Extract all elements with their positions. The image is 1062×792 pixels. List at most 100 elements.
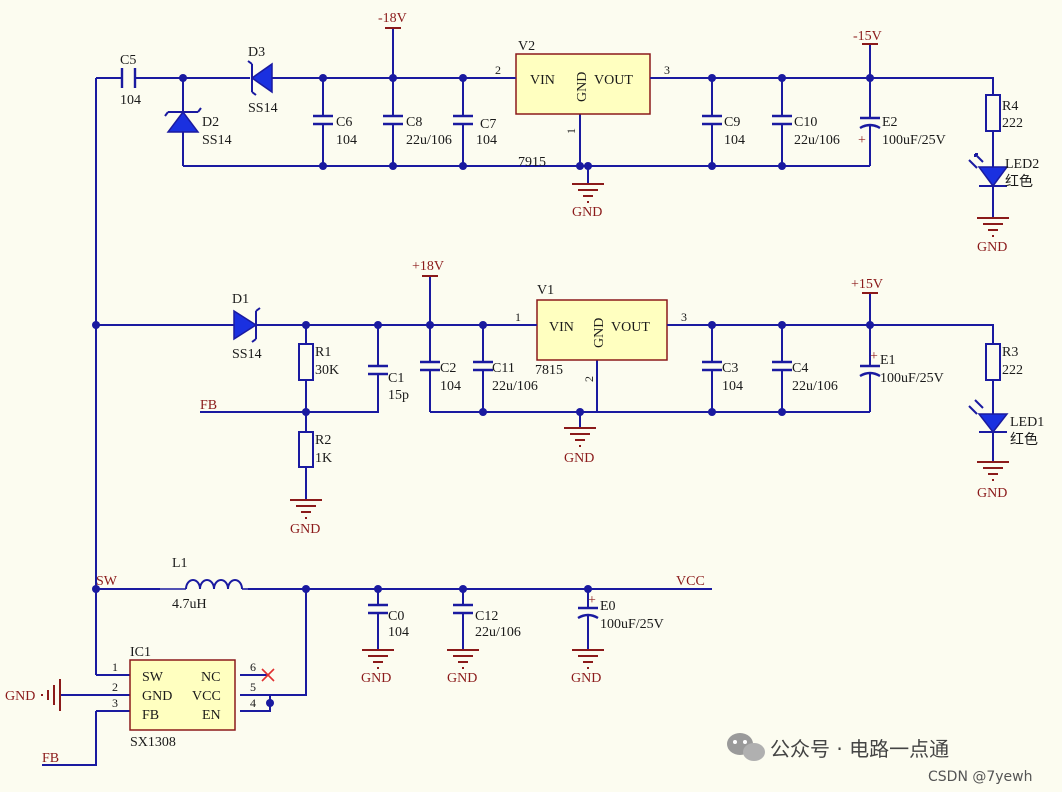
svg-text:5: 5 bbox=[250, 680, 256, 694]
svg-text:C1: C1 bbox=[388, 371, 404, 386]
svg-text:+: + bbox=[588, 593, 596, 608]
net-label-fb-middle: FB bbox=[200, 398, 217, 413]
capacitor-c2: C2 104 bbox=[420, 360, 461, 394]
svg-text:C9: C9 bbox=[724, 115, 740, 130]
svg-text:104: 104 bbox=[336, 133, 357, 148]
ground-symbol-v1: GND bbox=[564, 427, 596, 466]
capacitor-c10: C10 22u/106 bbox=[772, 114, 840, 148]
svg-text:22u/106: 22u/106 bbox=[406, 133, 452, 148]
wechat-watermark: 公众号 · 电路一点通 bbox=[727, 733, 949, 761]
ground-symbol-e0: GND bbox=[571, 649, 604, 686]
svg-text:C12: C12 bbox=[475, 609, 498, 624]
svg-text:GND: GND bbox=[564, 451, 594, 466]
svg-text:V1: V1 bbox=[537, 283, 554, 298]
svg-text:C4: C4 bbox=[792, 361, 808, 376]
junctions bbox=[92, 74, 874, 707]
capacitor-c0: C0 104 bbox=[368, 603, 409, 640]
svg-text:3: 3 bbox=[112, 696, 118, 710]
resistor-r4: R4 222 bbox=[985, 94, 1023, 132]
svg-text:3: 3 bbox=[681, 310, 687, 324]
svg-text:104: 104 bbox=[722, 379, 743, 394]
svg-text:GND: GND bbox=[447, 671, 477, 686]
svg-text:GND: GND bbox=[361, 671, 391, 686]
svg-text:NC: NC bbox=[201, 670, 220, 685]
svg-text:L1: L1 bbox=[172, 556, 188, 571]
ground-symbol-v2: GND bbox=[572, 183, 604, 220]
svg-text:2: 2 bbox=[112, 680, 118, 694]
svg-text:E1: E1 bbox=[880, 353, 896, 368]
svg-text:22u/106: 22u/106 bbox=[792, 379, 838, 394]
svg-text:R2: R2 bbox=[315, 433, 331, 448]
svg-text:红色: 红色 bbox=[1010, 431, 1038, 448]
inductor-l1: L1 4.7uH bbox=[160, 556, 248, 612]
capacitor-c8: C8 22u/106 bbox=[383, 114, 452, 148]
svg-text:VIN: VIN bbox=[530, 73, 555, 88]
svg-text:1: 1 bbox=[515, 310, 521, 324]
svg-text:GND: GND bbox=[592, 318, 607, 348]
svg-text:2: 2 bbox=[582, 376, 596, 382]
svg-text:VOUT: VOUT bbox=[611, 320, 650, 335]
svg-text:4.7uH: 4.7uH bbox=[172, 597, 207, 612]
no-connect-mark bbox=[261, 668, 275, 682]
svg-text:22u/106: 22u/106 bbox=[794, 133, 840, 148]
svg-text:SS14: SS14 bbox=[232, 347, 262, 362]
svg-text:公众号 · 电路一点通: 公众号 · 电路一点通 bbox=[770, 737, 949, 761]
svg-text:100uF/25V: 100uF/25V bbox=[882, 133, 946, 148]
svg-text:R1: R1 bbox=[315, 345, 331, 360]
svg-text:红色: 红色 bbox=[1005, 173, 1033, 190]
svg-text:C10: C10 bbox=[794, 115, 817, 130]
svg-text:222: 222 bbox=[1002, 363, 1023, 378]
svg-text:D2: D2 bbox=[202, 115, 219, 130]
svg-text:IC1: IC1 bbox=[130, 645, 151, 660]
svg-text:104: 104 bbox=[388, 625, 409, 640]
led-led2: LED2 红色 bbox=[968, 153, 1039, 190]
ic-sx1308: IC1 SW GND FB NC VCC EN 1 2 3 6 5 4 SX13… bbox=[112, 645, 256, 750]
capacitor-c11: C11 22u/106 bbox=[473, 360, 538, 394]
svg-text:100uF/25V: 100uF/25V bbox=[880, 371, 944, 386]
svg-text:SW: SW bbox=[96, 574, 118, 589]
svg-text:LED1: LED1 bbox=[1010, 415, 1044, 430]
svg-text:CSDN @7yewh: CSDN @7yewh bbox=[928, 769, 1033, 785]
svg-text:4: 4 bbox=[250, 696, 256, 710]
capacitor-c12: C12 22u/106 bbox=[453, 603, 521, 640]
svg-text:100uF/25V: 100uF/25V bbox=[600, 617, 664, 632]
svg-text:15p: 15p bbox=[388, 388, 409, 403]
capacitor-c3: C3 104 bbox=[702, 360, 743, 394]
capacitor-c9: C9 104 bbox=[702, 114, 745, 148]
svg-text:EN: EN bbox=[202, 708, 221, 723]
svg-text:1K: 1K bbox=[315, 451, 332, 466]
svg-text:104: 104 bbox=[120, 93, 141, 108]
svg-text:V2: V2 bbox=[518, 39, 535, 54]
svg-text:GND: GND bbox=[575, 72, 590, 102]
svg-text:SW: SW bbox=[142, 670, 164, 685]
svg-text:7815: 7815 bbox=[535, 363, 563, 378]
capacitor-c6: C6 104 bbox=[313, 114, 357, 148]
svg-text:+18V: +18V bbox=[412, 259, 444, 274]
net-label-fb-bottom: FB bbox=[42, 751, 59, 766]
svg-text:C11: C11 bbox=[492, 361, 515, 376]
svg-text:FB: FB bbox=[200, 398, 217, 413]
svg-text:VIN: VIN bbox=[549, 320, 574, 335]
svg-text:SS14: SS14 bbox=[248, 101, 278, 116]
diode-d2: D2 SS14 bbox=[164, 107, 232, 148]
svg-text:E2: E2 bbox=[882, 115, 898, 130]
svg-text:SS14: SS14 bbox=[202, 133, 232, 148]
net-label-sw: SW bbox=[96, 574, 118, 589]
power-flag-minus18v: -18V bbox=[378, 11, 407, 29]
resistor-r3: R3 222 bbox=[985, 343, 1023, 381]
capacitor-c7: C7 104 bbox=[453, 114, 497, 148]
svg-text:+: + bbox=[870, 349, 878, 364]
ground-symbol-ic1: GND bbox=[5, 679, 61, 711]
svg-text:104: 104 bbox=[440, 379, 461, 394]
svg-text:R4: R4 bbox=[1002, 99, 1018, 114]
svg-text:VCC: VCC bbox=[676, 574, 705, 589]
svg-text:C8: C8 bbox=[406, 115, 422, 130]
resistor-r1: R1 30K bbox=[298, 343, 339, 381]
svg-text:C5: C5 bbox=[120, 53, 136, 68]
svg-text:22u/106: 22u/106 bbox=[475, 625, 521, 640]
svg-text:D3: D3 bbox=[248, 45, 265, 60]
power-flag-plus15v: +15V bbox=[851, 277, 883, 294]
svg-text:-15V: -15V bbox=[853, 29, 882, 44]
svg-text:C3: C3 bbox=[722, 361, 738, 376]
